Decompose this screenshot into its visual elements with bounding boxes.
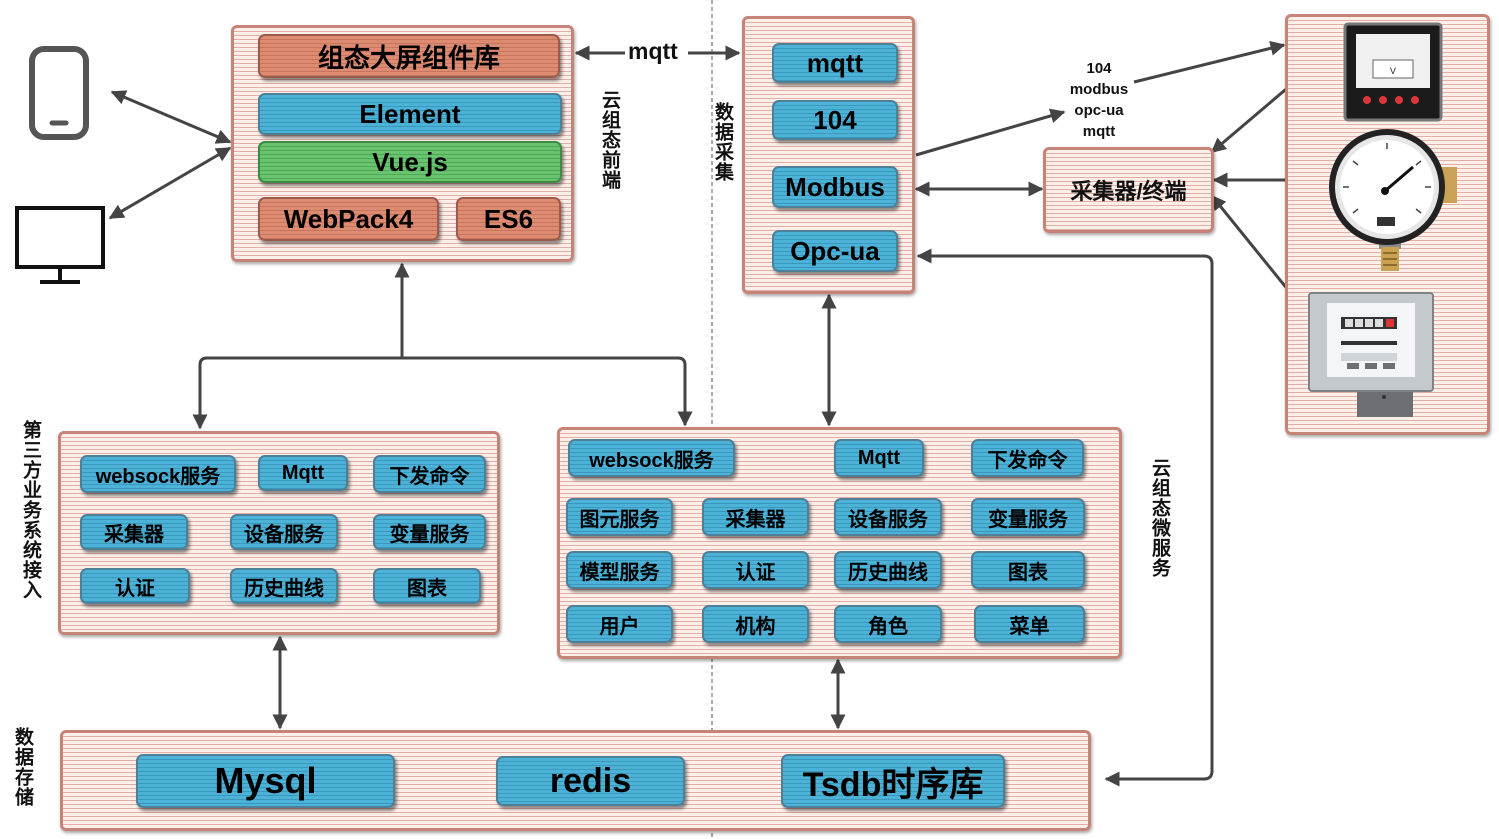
collection-104-chip: 104 — [772, 100, 898, 140]
micro-model-chip: 模型服务 — [566, 551, 673, 589]
micro-chart-chip: 图表 — [971, 551, 1085, 589]
thirdparty-websock-chip: websock服务 — [80, 455, 236, 493]
micro-websock-chip: websock服务 — [568, 439, 735, 477]
devices-collection-protocol-arrow — [915, 108, 1066, 157]
es6-chip: ES6 — [456, 197, 561, 241]
micro-org-chip: 机构 — [702, 605, 809, 643]
collector-terminal-panel — [1043, 147, 1214, 233]
collection-opcua-chip: Opc-ua — [772, 230, 898, 272]
protocol-mqtt: mqtt — [1082, 123, 1116, 140]
micro-menu-chip: 菜单 — [974, 605, 1085, 643]
thirdparty-chart-chip: 图表 — [373, 568, 481, 604]
thirdparty-auth-chip: 认证 — [80, 568, 190, 604]
micro-collector-chip: 采集器 — [702, 498, 809, 536]
micro-user-chip: 用户 — [566, 605, 673, 643]
thirdparty-history-chip: 历史曲线 — [230, 568, 338, 604]
thirdparty-collector-chip: 采集器 — [80, 514, 188, 550]
micro-auth-chip: 认证 — [702, 551, 809, 589]
vuejs-chip: Vue.js — [258, 141, 562, 183]
micro-element-service-chip: 图元服务 — [566, 498, 673, 536]
phone-frontend-arrow — [110, 90, 232, 144]
services-right-branch — [402, 356, 693, 427]
phone-icon — [29, 46, 89, 140]
monitor-icon — [15, 206, 105, 284]
pressure-gauge-icon — [1329, 129, 1457, 271]
collector-terminal-label: 采集器/终端 — [1070, 179, 1187, 204]
collection-mqtt-chip: mqtt — [772, 43, 898, 83]
mysql-chip: Mysql — [136, 754, 395, 808]
tsdb-opcua-arrow — [916, 248, 1214, 787]
electric-meter-icon — [1308, 292, 1434, 417]
thirdparty-device-chip: 设备服务 — [230, 514, 338, 550]
micro-device-chip: 设备服务 — [834, 498, 942, 536]
protocol-opcua: opc-ua — [1074, 102, 1124, 119]
microservice-side-label: 云组态微服务 — [1149, 458, 1171, 578]
thirdparty-variable-chip: 变量服务 — [373, 514, 486, 550]
element-chip: Element — [258, 93, 562, 135]
mqtt-link-label: mqtt — [628, 38, 678, 64]
redis-chip: redis — [496, 756, 685, 806]
protocol-104: 104 — [1086, 60, 1112, 77]
services-left-branch — [192, 356, 402, 430]
widget-library-chip: 组态大屏组件库 — [258, 34, 560, 78]
collection-modbus-chip: Modbus — [772, 166, 898, 208]
micro-role-chip: 角色 — [834, 605, 942, 643]
protocol-modbus: modbus — [1069, 81, 1129, 98]
collection-side-label: 数据采集 — [712, 102, 734, 182]
voltmeter-icon: V — [1343, 22, 1443, 122]
storage-side-label: 数据存储 — [12, 727, 34, 807]
micro-history-chip: 历史曲线 — [834, 551, 942, 589]
thirdparty-mqtt-chip: Mqtt — [258, 455, 348, 491]
micro-mqtt-chip: Mqtt — [834, 439, 924, 477]
monitor-frontend-arrow — [108, 146, 232, 220]
micro-command-chip: 下发命令 — [971, 439, 1084, 477]
webpack-chip: WebPack4 — [258, 197, 439, 241]
micro-variable-chip: 变量服务 — [971, 498, 1085, 536]
voltmeter-unit: V — [1390, 67, 1397, 77]
frontend-side-label: 云组态前端 — [599, 90, 621, 190]
thirdparty-side-label: 第三方业务系统接入 — [20, 420, 42, 600]
protocol-list: 104 modbus opc-ua mqtt — [1062, 58, 1136, 142]
tsdb-chip: Tsdb时序库 — [781, 754, 1005, 808]
thirdparty-command-chip: 下发命令 — [373, 455, 486, 493]
devices-collection-protocol-arrow-top — [1133, 40, 1286, 84]
